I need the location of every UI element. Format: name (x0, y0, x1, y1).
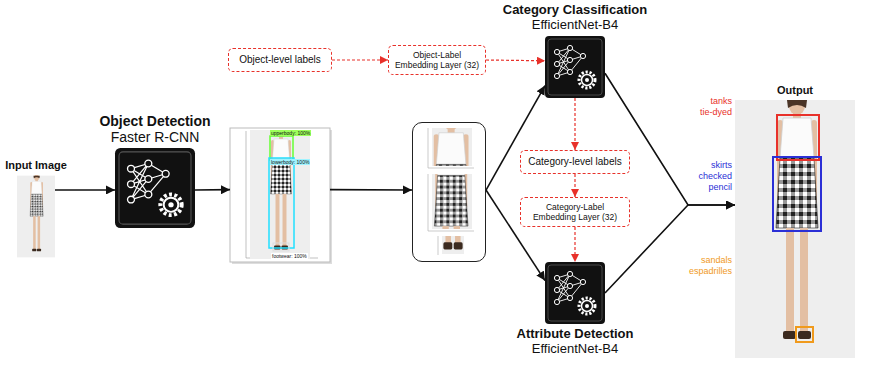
illustration-part (428, 231, 474, 232)
image-node: Input Image (17, 175, 55, 258)
label-flow-arrow (486, 59, 545, 61)
label-flow-arrow (574, 174, 575, 197)
data-flow-arrow (330, 189, 412, 191)
node-subtitle: EfficientNet-B4 (517, 342, 634, 357)
label-flow-arrow (332, 59, 388, 60)
caption-group: Input Image (5, 159, 67, 172)
label-flow-arrow (574, 98, 575, 150)
attribute-label: pencil (708, 182, 732, 193)
illustration-part (428, 168, 474, 169)
box-text: Object-level labels (239, 54, 321, 66)
illustration-part (397, 116, 501, 323)
illustration-part (250, 129, 310, 260)
object-crops (397, 32, 501, 323)
illustration-part (270, 136, 293, 160)
node-title: Object Detection (99, 113, 210, 129)
attribute-label: checked (698, 171, 732, 182)
illustration-part (773, 157, 821, 231)
data-flow-arrow (195, 189, 230, 191)
data-flow-arrow (486, 86, 545, 190)
illustration-part (735, 97, 855, 358)
attribute-label: tanks (710, 96, 732, 107)
label-box: Object-level labels (228, 48, 332, 72)
box-text: Category-level labels (528, 156, 621, 168)
network-icon (115, 148, 195, 228)
attribute-label: espadrilles (689, 266, 732, 277)
data-flow-arrow (55, 189, 115, 191)
detection-label: lowerbody: 100% (270, 159, 310, 165)
illustration-part (438, 236, 439, 255)
node-subtitle: Faster R-CNN (99, 129, 210, 145)
illustration-part (402, 131, 498, 320)
illustration-part (796, 327, 813, 342)
attribute-label: skirts (711, 160, 732, 171)
embedding-box: Category-Label Embedding Layer (32) (520, 197, 630, 227)
input-photo (17, 175, 55, 258)
network-icon (545, 36, 605, 98)
illustration-part (428, 128, 429, 168)
network-box: Object DetectionFaster R-CNN (115, 148, 195, 228)
illustration-part (269, 158, 294, 248)
illustration-part (777, 115, 819, 160)
node-title: Output (777, 84, 813, 97)
detection-panel (230, 128, 332, 264)
caption-group: Attribute DetectionEfficientNet-B4 (517, 327, 634, 357)
network-icon (545, 262, 605, 324)
node-subtitle: EfficientNet-B4 (503, 18, 648, 33)
network-box: Category ClassificationEfficientNet-B4 (545, 36, 605, 98)
detection-image: upperbody: 100% lowerbody: 100% footwear: … (230, 128, 330, 262)
embedding-box: Object-Label Embedding Layer (32) (388, 45, 486, 75)
illustration-part (230, 128, 330, 262)
data-flow-arrow (605, 73, 735, 205)
detection-label: upperbody: 100% (270, 130, 311, 136)
crops-box (412, 122, 486, 262)
attribute-label: sandals (701, 255, 732, 266)
detection-label: footwear: 100% (271, 253, 308, 259)
output-photo (735, 97, 855, 358)
node-title: Attribute Detection (517, 327, 634, 342)
illustration-part (402, 131, 498, 320)
image-node: Output (735, 100, 855, 358)
node-title: Input Image (5, 159, 67, 172)
illustration-part (273, 243, 289, 251)
box-text: Category-Label Embedding Layer (32) (526, 202, 624, 222)
caption-group: Output (777, 84, 813, 97)
caption-group: Category ClassificationEfficientNet-B4 (503, 3, 648, 33)
network-box: Attribute DetectionEfficientNet-B4 (545, 262, 605, 324)
illustration-part (397, 116, 501, 323)
attribute-label: tie-dyed (700, 107, 732, 118)
illustration-part (17, 175, 55, 258)
illustration-part (246, 131, 247, 258)
label-flow-arrow (574, 227, 575, 262)
label-box: Category-level labels (520, 150, 630, 174)
node-title: Category Classification (503, 3, 648, 18)
box-text: Object-Label Embedding Layer (32) (394, 50, 480, 70)
detection-photo (250, 129, 310, 260)
caption-group: Object DetectionFaster R-CNN (99, 113, 210, 145)
illustration-part (428, 174, 429, 231)
